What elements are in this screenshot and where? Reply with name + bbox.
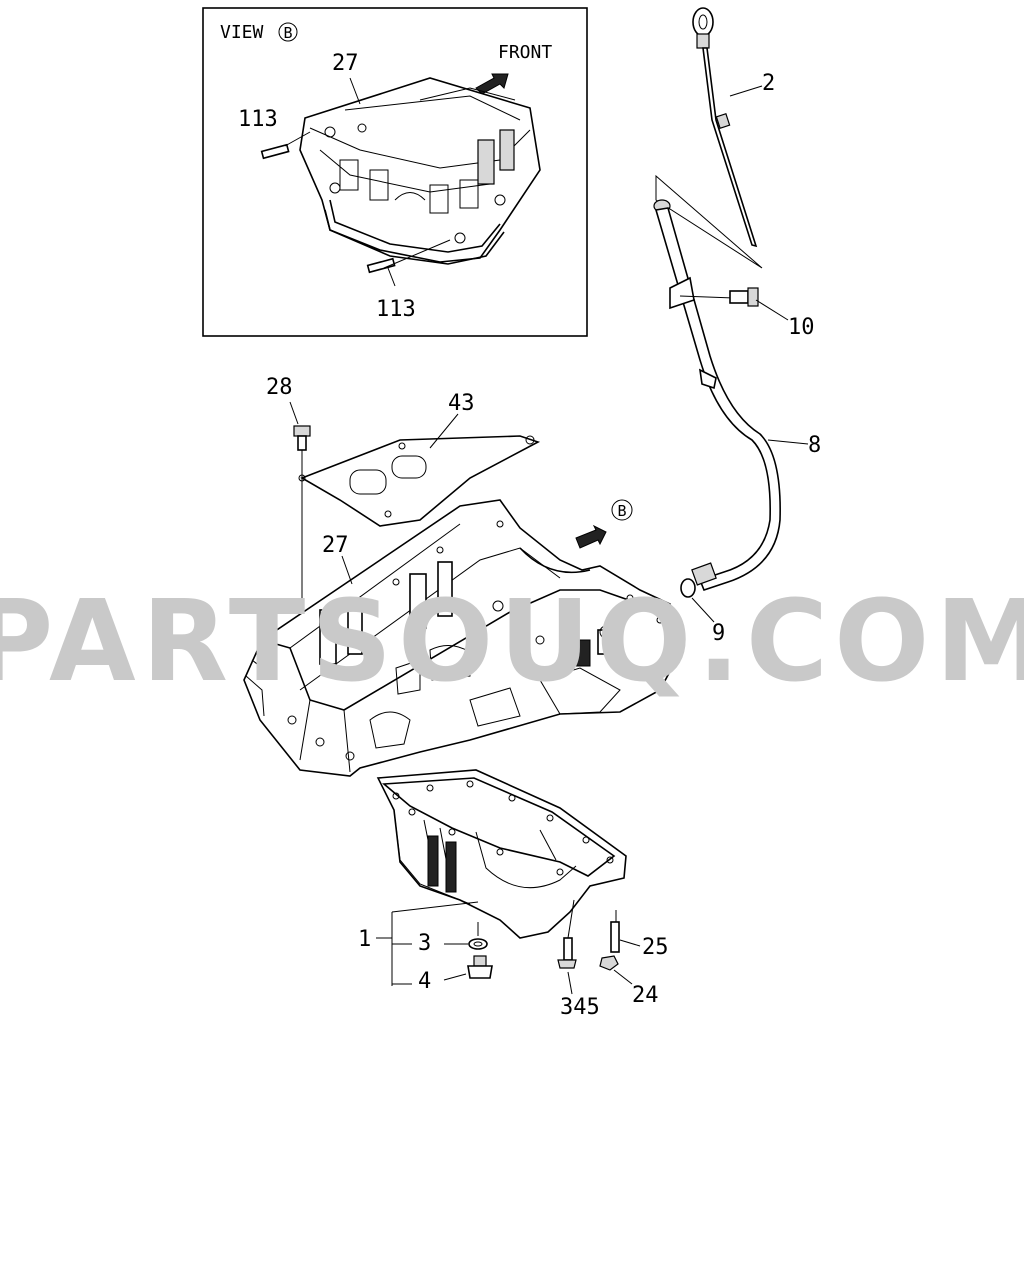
inset-engine-block [299,77,541,265]
callout-43: 43 [448,391,475,416]
callout-4: 4 [418,969,431,994]
dipstick-guide-tube [653,199,781,591]
inset-frame [202,7,588,337]
callout-3: 3 [418,931,431,956]
gasket-43 [300,435,541,527]
nut-24 [599,955,633,985]
view-b-marker-circle [611,499,633,521]
o-ring-9 [680,578,696,598]
view-b-inset: VIEW B FRONT [202,7,588,337]
guide-lines [655,174,763,269]
inset-view-title: VIEW [220,22,264,43]
callout-27: 27 [322,533,349,558]
callout-345: 345 [560,995,600,1020]
inset-callout-27: 27 [332,51,359,76]
bolt-10 [679,287,759,307]
callout-25: 25 [642,935,669,960]
watermark: PARTSOUQ.COM [0,577,1024,707]
inset-view-marker: B [283,24,292,42]
callout-10: 10 [788,315,815,340]
view-b-marker: B [617,502,626,520]
inset-front-label: FRONT [498,42,552,63]
crankcase-27 [243,499,677,777]
drain-plug-4 [443,955,493,981]
callout-28: 28 [266,375,293,400]
bolt-345 [557,899,577,995]
dowel-pin-top [260,143,290,160]
stud-25 [610,910,641,953]
inset-callout-113-top: 113 [238,107,278,132]
oil-dipstick [692,7,758,248]
callout-24: 24 [632,983,659,1008]
callout-9: 9 [712,621,725,646]
callout-1-bracket [376,901,479,986]
oil-pan-1 [376,769,627,939]
inset-view-marker-circle [278,22,298,42]
callout-8: 8 [808,433,821,458]
callout-2: 2 [762,71,775,96]
dowel-pin-bottom [366,257,396,274]
callout-1: 1 [358,927,371,952]
drain-washer-3 [444,922,488,950]
view-b-arrow-icon [575,524,607,549]
inset-callout-113-bottom: 113 [376,297,416,322]
